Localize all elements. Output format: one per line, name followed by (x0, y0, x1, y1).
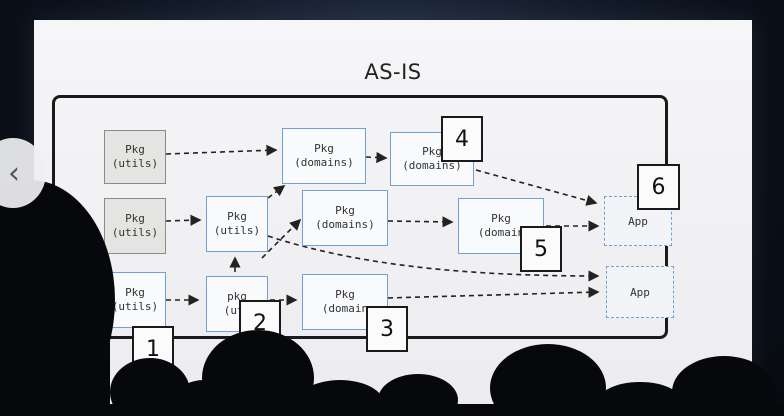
pkg-sublabel: (utils) (111, 226, 159, 239)
pkg-sublabel: (utils) (111, 157, 159, 170)
pkg-sublabel: (domains) (294, 156, 354, 169)
pkg-label: pkg (227, 289, 247, 303)
arrow-domains2-app1 (475, 169, 598, 206)
pkg-sublabel: (utils) (213, 224, 261, 237)
chevron-left-icon: ‹ (8, 155, 20, 191)
slide-title: AS-IS (364, 60, 422, 84)
pkg-label: Pkg (227, 209, 247, 223)
pkg-utils-2: Pkg (utils) (104, 198, 166, 254)
arrow-utils1-domains1 (165, 144, 278, 156)
pkg-label: Pkg (125, 211, 145, 225)
arrow-utils3-domains1 (267, 185, 286, 199)
pkg-utils-1: Pkg (utils) (104, 130, 166, 184)
pkg-label: Pkg (125, 142, 145, 156)
pkg-domains-1: Pkg (domains) (282, 128, 366, 184)
pkg-domains-3: Pkg (domains) (302, 190, 388, 246)
marker-6: 6 (637, 164, 680, 210)
arrow-domains1-domains2 (365, 151, 388, 164)
marker-4: 4 (441, 116, 483, 162)
pkg-sublabel: (utils) (111, 300, 159, 313)
pkg-label: Pkg (335, 203, 355, 217)
arrow-utils3-app2 (267, 235, 600, 282)
pkg-sublabel: (domain (321, 302, 369, 315)
pkg-label: Pkg (491, 211, 511, 225)
app-box-2: App (606, 266, 674, 318)
pkg-domains-5: Pkg (domain (302, 274, 388, 330)
arrow-utils2-utils3 (165, 214, 202, 226)
app-label: App (630, 285, 650, 299)
marker-3: 3 (366, 306, 408, 352)
pkg-sublabel: (domains) (402, 159, 462, 172)
app-label: App (628, 214, 648, 228)
pkg-utils-3: Pkg (utils) (206, 196, 268, 252)
pkg-label: Pkg (335, 287, 355, 301)
pkg-label: Pkg (314, 141, 334, 155)
pkg-label: Pkg (125, 285, 145, 299)
arrow-domains5-app2 (387, 286, 600, 299)
pkg-sublabel: (domains) (315, 218, 375, 231)
pkg-label: Pkg (422, 144, 442, 158)
pkg-sublabel: (domain (477, 226, 525, 239)
marker-5: 5 (520, 226, 562, 272)
arrow-domains3-domain4 (387, 216, 454, 228)
